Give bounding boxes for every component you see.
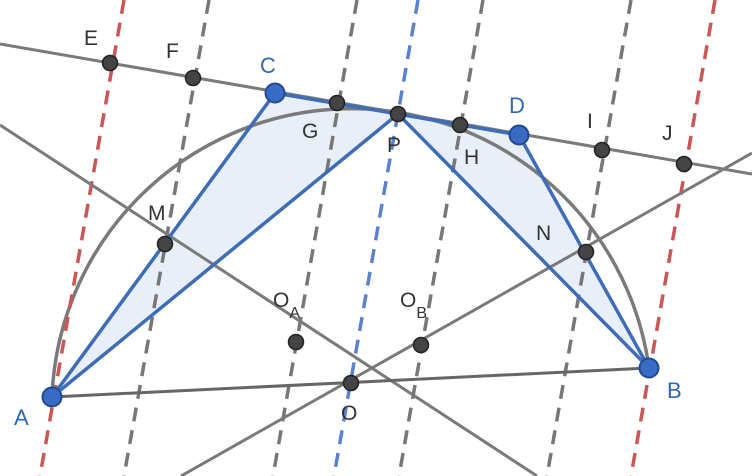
point-i bbox=[593, 141, 611, 159]
point-h bbox=[451, 116, 469, 134]
point-o bbox=[342, 374, 360, 392]
point-a bbox=[41, 386, 63, 408]
point-g bbox=[328, 94, 346, 112]
label-o-b: OB bbox=[400, 289, 427, 322]
point-b bbox=[638, 357, 660, 379]
label-m: M bbox=[148, 202, 166, 225]
point-d bbox=[508, 124, 530, 146]
point-j bbox=[675, 155, 693, 173]
blue-segment-a-p bbox=[50, 112, 400, 399]
red-dashed-line-right bbox=[629, 0, 717, 476]
point-f bbox=[184, 69, 202, 87]
point-e bbox=[101, 54, 119, 72]
label-e: E bbox=[84, 27, 98, 50]
label-a: A bbox=[14, 405, 29, 430]
label-o: O bbox=[341, 402, 357, 425]
blue-dashed-line-p bbox=[332, 0, 420, 476]
label-j: J bbox=[662, 122, 673, 145]
point-n bbox=[577, 243, 595, 261]
point-m bbox=[156, 235, 174, 253]
line-through-n-o bbox=[180, 151, 752, 476]
label-b: B bbox=[667, 378, 682, 403]
label-o-a: OA bbox=[273, 289, 300, 322]
gray-dashed-line-g bbox=[271, 0, 359, 476]
label-f: F bbox=[166, 40, 179, 63]
point-p bbox=[389, 105, 407, 123]
label-p: P bbox=[387, 134, 401, 157]
point-o-b bbox=[412, 336, 430, 354]
point-o-a bbox=[287, 333, 305, 351]
line-through-m-o bbox=[0, 123, 538, 476]
label-g: G bbox=[302, 120, 318, 143]
label-h: H bbox=[464, 146, 479, 169]
label-n: N bbox=[536, 222, 551, 245]
gray-dashed-line-h bbox=[397, 0, 485, 476]
gray-dashed-line-i bbox=[545, 0, 633, 476]
point-c bbox=[264, 82, 286, 104]
label-d: D bbox=[509, 93, 525, 118]
label-c: C bbox=[260, 53, 276, 78]
label-i: I bbox=[587, 110, 593, 133]
triangle-a-c-p bbox=[52, 93, 398, 397]
blue-segment-p-b bbox=[396, 112, 651, 370]
